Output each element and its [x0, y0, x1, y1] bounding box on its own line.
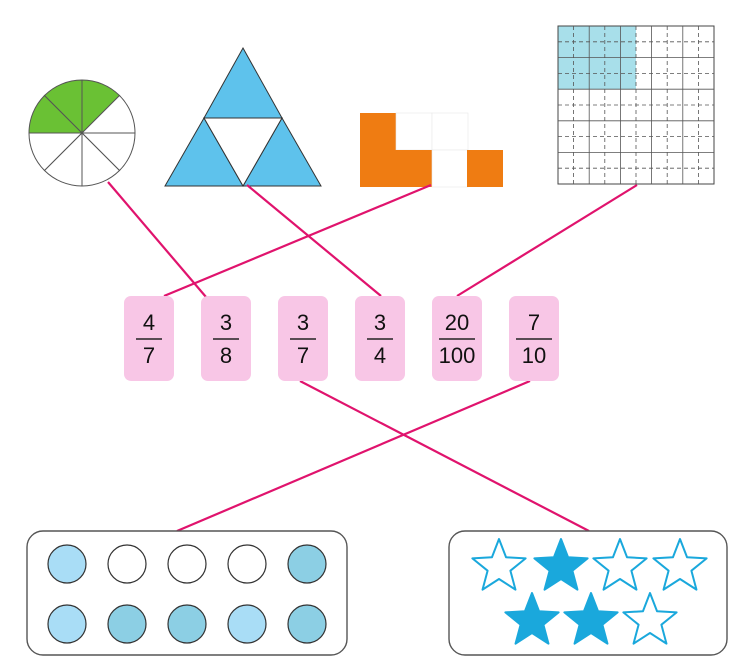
connector-line	[163, 183, 432, 298]
dot	[227, 544, 267, 584]
dots-figure	[26, 530, 348, 656]
square-cell	[360, 150, 396, 187]
card-numerator: 3	[220, 310, 232, 335]
dot	[107, 544, 147, 584]
star	[563, 592, 619, 645]
star	[592, 538, 648, 591]
pie-wedge	[43, 131, 83, 187]
connector-line	[246, 184, 382, 297]
square-cell	[360, 113, 396, 150]
square-cell	[395, 112, 433, 151]
card-numerator: 7	[528, 310, 540, 335]
dot	[167, 604, 207, 644]
square-cell	[467, 150, 503, 187]
triangle-center-part	[203, 117, 283, 188]
star	[504, 592, 560, 645]
card-numerator: 4	[143, 310, 155, 335]
card-denominator: 100	[439, 343, 476, 368]
dot	[107, 604, 147, 644]
dot	[47, 604, 87, 644]
squares-figure	[360, 112, 503, 188]
square-cell	[431, 149, 469, 188]
fraction-card: 38	[201, 296, 251, 381]
dot	[227, 604, 267, 644]
card-denominator: 7	[297, 343, 309, 368]
grid-figure	[557, 25, 715, 185]
dot	[47, 544, 87, 584]
stars-figure	[448, 530, 728, 656]
fraction-card: 34	[355, 296, 405, 381]
dots-frame	[26, 530, 348, 656]
triangle-figure	[164, 46, 322, 188]
card-denominator: 7	[143, 343, 155, 368]
card-denominator: 8	[220, 343, 232, 368]
fraction-card: 37	[278, 296, 328, 381]
card-denominator: 10	[522, 343, 546, 368]
star	[533, 538, 589, 591]
card-numerator: 20	[445, 310, 469, 335]
dot	[287, 604, 327, 644]
dot	[167, 544, 207, 584]
fraction-card: 47	[124, 296, 174, 381]
star	[652, 538, 708, 591]
square-cell	[396, 150, 432, 187]
connector-line	[176, 379, 531, 533]
dot	[287, 544, 327, 584]
card-numerator: 3	[297, 310, 309, 335]
triangle-top-part	[203, 46, 283, 119]
fraction-card: 710	[509, 296, 559, 381]
card-denominator: 4	[374, 343, 386, 368]
connector-lines	[107, 181, 638, 533]
star	[471, 538, 527, 591]
connector-line	[107, 181, 207, 298]
stars-frame	[448, 530, 728, 656]
star	[622, 592, 678, 645]
pie-figure	[28, 79, 136, 187]
card-numerator: 3	[374, 310, 386, 335]
connector-line	[456, 184, 638, 297]
square-cell	[431, 112, 469, 151]
connector-line	[299, 380, 590, 532]
